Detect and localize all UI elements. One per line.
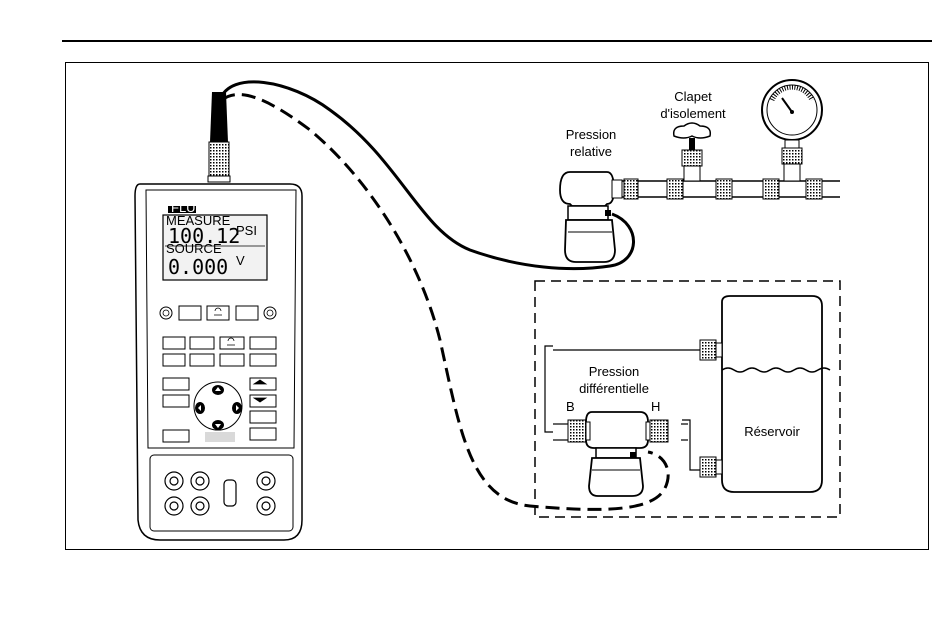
source-unit: V — [236, 253, 245, 268]
relative-pressure-label-2: relative — [570, 144, 612, 159]
upper-pipe-line — [615, 179, 840, 199]
source-label: SOURCE — [166, 241, 222, 256]
clapet-label-1: Clapet — [674, 89, 712, 104]
source-reading: 0.000 — [168, 255, 228, 279]
isolation-valve — [674, 123, 711, 181]
differential-pressure-label-2: différentielle — [579, 381, 649, 396]
differential-pressure-module — [568, 412, 668, 496]
fluke-calibrator: FLUKE MEASURE 100.12 PSI SOURCE 0.000 V — [135, 92, 302, 540]
relative-pressure-label-1: Pression — [566, 127, 617, 142]
high-port-label: H — [651, 399, 660, 414]
pressure-gauge — [762, 80, 822, 181]
tank: Réservoir — [722, 296, 830, 492]
low-port-label: B — [566, 399, 575, 414]
tank-label: Réservoir — [744, 424, 800, 439]
relative-pressure-module — [560, 172, 622, 262]
differential-pressure-label-1: Pression — [589, 364, 640, 379]
measure-unit: PSI — [236, 223, 257, 238]
clapet-label-2: d'isolement — [660, 106, 726, 121]
calibrator-connector — [208, 92, 230, 182]
